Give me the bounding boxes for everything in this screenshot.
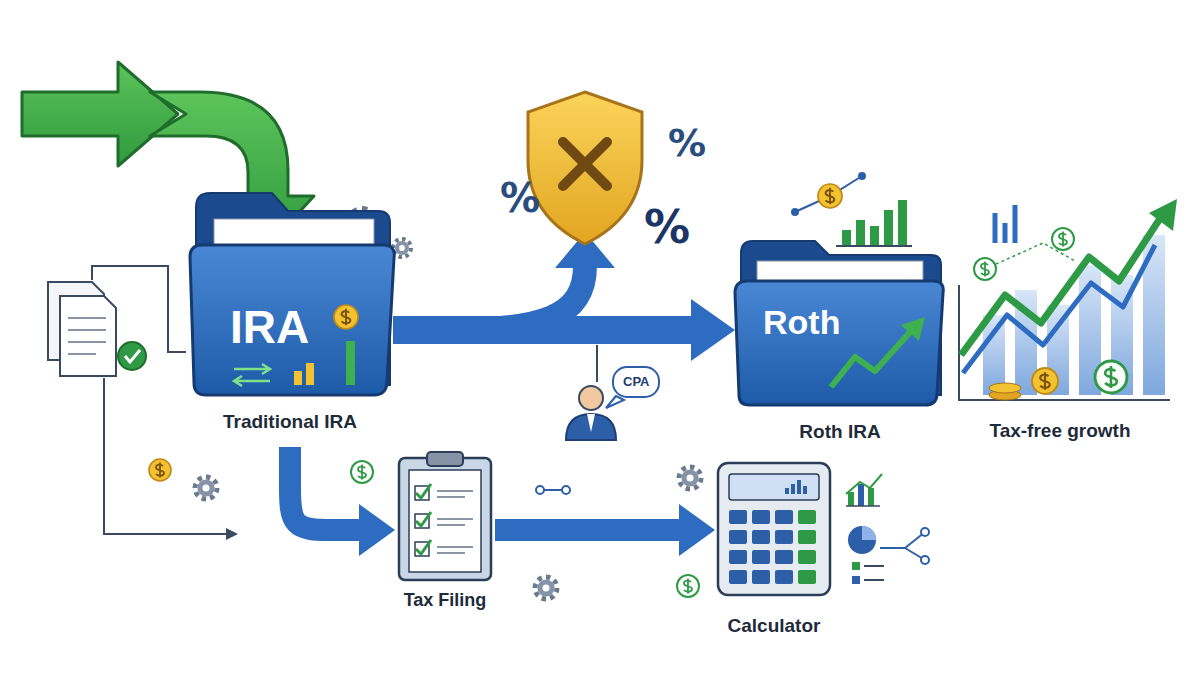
flow-arrow: [495, 519, 679, 541]
node-shape: [955, 195, 1180, 410]
coin: [818, 184, 842, 208]
node-shape: [395, 450, 495, 582]
coin: [351, 461, 373, 483]
coin: [677, 575, 699, 597]
node-shape: [715, 460, 833, 598]
speech-bubble: CPA: [612, 366, 660, 398]
icon-node: RothRoth IRA: [735, 235, 945, 447]
node-shape: [190, 185, 395, 397]
icon-node: Calculator: [715, 460, 833, 640]
gear-body: [395, 241, 409, 255]
gear: [535, 577, 557, 599]
coin: [1032, 368, 1058, 394]
folder-text: IRA: [230, 301, 309, 354]
node-label: Traditional IRA: [223, 411, 357, 433]
coin: [974, 258, 996, 280]
coin: [1052, 228, 1074, 250]
gear-body: [537, 579, 554, 596]
icon-node: Tax-free growth: [955, 195, 1180, 445]
wire: [104, 378, 226, 534]
node-label: CPA: [623, 375, 649, 390]
wire: [92, 266, 186, 352]
node-label: Roth IRA: [799, 421, 880, 443]
gear-body: [197, 479, 214, 496]
flow-arrow: [290, 447, 359, 530]
gear-hole: [686, 474, 693, 481]
gear-hole: [542, 584, 549, 591]
report-icons: [846, 474, 884, 584]
percent-sign: %: [668, 124, 706, 162]
gear-body: [681, 469, 698, 486]
coin: [1095, 361, 1127, 393]
roth-chart-icon: [791, 172, 912, 246]
coin: [334, 305, 358, 329]
gear-hole: [399, 245, 405, 251]
wire-head: [226, 528, 238, 540]
shield-icon: [528, 92, 642, 244]
icon-node: IRA Traditional IRA: [190, 185, 395, 447]
node-label: Calculator: [728, 615, 821, 637]
percent-sign: %: [644, 204, 690, 250]
flow-arrow: [393, 316, 691, 344]
coin: [149, 459, 171, 481]
node-label: Tax Filing: [404, 590, 487, 611]
icon-node: Tax Filing: [395, 450, 495, 620]
documents-icon: [48, 282, 146, 376]
folder-text: Roth: [763, 303, 840, 342]
gear-hole: [202, 484, 209, 491]
gear: [195, 477, 217, 499]
percent-sign: %: [500, 178, 540, 218]
node-label: Tax-free growth: [989, 420, 1130, 442]
gear: [679, 467, 701, 489]
